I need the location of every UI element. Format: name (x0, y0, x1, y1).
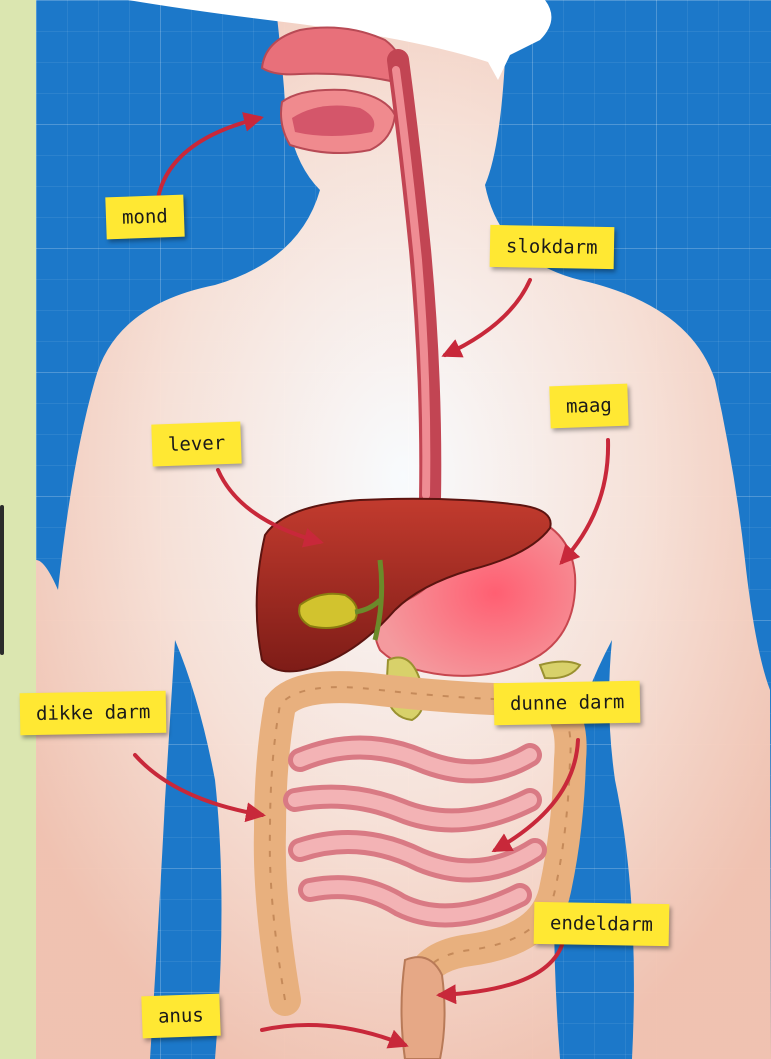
label-anus: anus (141, 994, 220, 1039)
label-lever: lever (151, 421, 242, 466)
label-maag: maag (549, 384, 628, 429)
gallbladder (299, 594, 357, 628)
label-slokdarm: slokdarm (490, 225, 614, 269)
label-dunne-darm: dunne darm (494, 681, 641, 726)
label-dikke-darm: dikke darm (20, 691, 167, 736)
label-endeldarm: endeldarm (534, 902, 670, 946)
rectum (402, 957, 445, 1059)
arrow-mond (158, 118, 260, 198)
label-mond: mond (105, 195, 184, 240)
